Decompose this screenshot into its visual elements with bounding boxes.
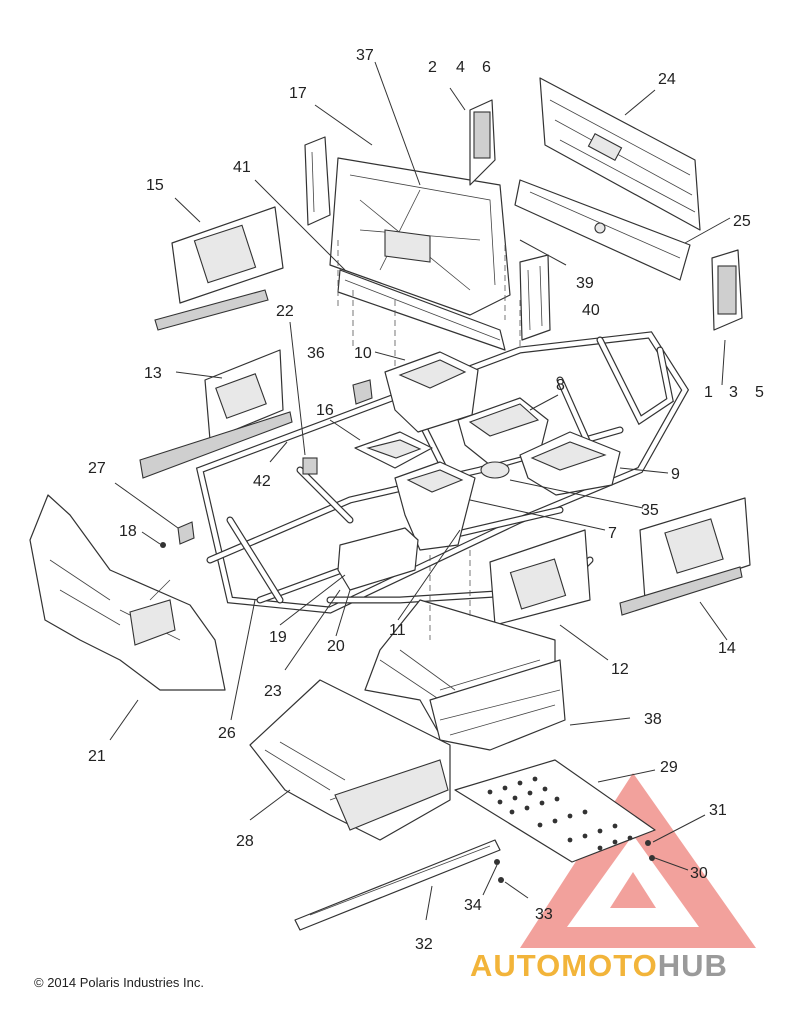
callout-36: 36 <box>307 345 325 362</box>
part-39-40-bracket <box>519 254 551 341</box>
part-38-floor-pan <box>429 659 566 751</box>
callout-40: 40 <box>582 302 600 319</box>
brand-part-1: AUTO <box>470 948 562 983</box>
part-12-side-panel <box>489 529 591 626</box>
callout-2: 2 <box>428 59 437 76</box>
part-1-3-5-bracket <box>711 249 743 331</box>
callout-18: 18 <box>119 523 137 540</box>
part-24-rear-wall <box>539 77 701 231</box>
part-20-console-tray <box>337 527 419 591</box>
callout-31: 31 <box>709 802 727 819</box>
callout-34: 34 <box>464 897 482 914</box>
part-18-screw <box>160 542 166 548</box>
callout-29: 29 <box>660 759 678 776</box>
callout-22: 22 <box>276 303 294 320</box>
callout-41: 41 <box>233 159 251 176</box>
part-29-skid-plate <box>454 759 656 863</box>
callout-25: 25 <box>733 213 751 230</box>
callout-1: 1 <box>704 384 713 401</box>
watermark-brand: AUTOMOTOHUB <box>470 948 728 984</box>
callout-32: 32 <box>415 936 433 953</box>
part-9-storage-bin <box>519 431 621 496</box>
part-41-cross-member <box>337 269 506 351</box>
callout-30: 30 <box>690 865 708 882</box>
callout-labels: 37 2 4 6 24 17 41 15 25 39 40 22 36 10 1… <box>88 47 764 953</box>
watermark-triangle <box>520 773 756 948</box>
part-2-4-6-bracket <box>469 99 496 186</box>
part-21-front-bulkhead <box>29 494 226 691</box>
part-16-tray <box>354 431 433 469</box>
callout-28: 28 <box>236 833 254 850</box>
callout-6: 6 <box>482 59 491 76</box>
callout-16: 16 <box>316 402 334 419</box>
callout-19: 19 <box>269 629 287 646</box>
part-8-storage-bin <box>457 397 549 466</box>
callout-3: 3 <box>729 384 738 401</box>
part-36-clip <box>352 379 373 405</box>
callout-15: 15 <box>146 177 164 194</box>
callout-39: 39 <box>576 275 594 292</box>
assembly-guide-lines <box>337 240 521 640</box>
leader-lines <box>109 61 731 921</box>
callout-35: 35 <box>641 502 659 519</box>
callout-38: 38 <box>644 711 662 728</box>
part-13-side-panel <box>139 349 293 479</box>
callout-17: 17 <box>289 85 307 102</box>
callout-5: 5 <box>755 384 764 401</box>
callout-33: 33 <box>535 906 553 923</box>
callout-10: 10 <box>354 345 372 362</box>
part-28-floor-pan <box>249 679 451 841</box>
callout-7: 7 <box>608 525 617 542</box>
callout-4: 4 <box>456 59 465 76</box>
part-27-bracket <box>177 521 195 545</box>
brand-part-2: MOTO <box>561 948 658 983</box>
part-left-upright-bracket <box>304 136 331 226</box>
callout-11: 11 <box>389 622 406 639</box>
callout-12: 12 <box>611 661 629 678</box>
callout-8: 8 <box>556 377 565 394</box>
part-10-storage-bin <box>384 351 479 433</box>
part-22-switch <box>302 457 318 475</box>
part-32-rail <box>294 839 501 931</box>
callout-26: 26 <box>218 725 236 742</box>
callout-23: 23 <box>264 683 282 700</box>
callout-21: 21 <box>88 748 106 765</box>
callout-27: 27 <box>88 460 106 477</box>
part-35-center-console <box>394 461 510 551</box>
callout-20: 20 <box>327 638 345 655</box>
callout-13: 13 <box>144 365 162 382</box>
part-25-bar <box>514 179 691 281</box>
callout-9: 9 <box>671 466 680 483</box>
callout-42: 42 <box>253 473 271 490</box>
callout-14: 14 <box>718 640 736 657</box>
part-15-door-panel <box>154 206 284 331</box>
brand-part-3: HUB <box>657 948 728 983</box>
part-14-door-panel <box>619 497 751 616</box>
callout-37: 37 <box>356 47 374 64</box>
copyright-notice: © 2014 Polaris Industries Inc. <box>34 975 204 990</box>
part-fasteners <box>494 840 655 883</box>
callout-24: 24 <box>658 71 676 88</box>
